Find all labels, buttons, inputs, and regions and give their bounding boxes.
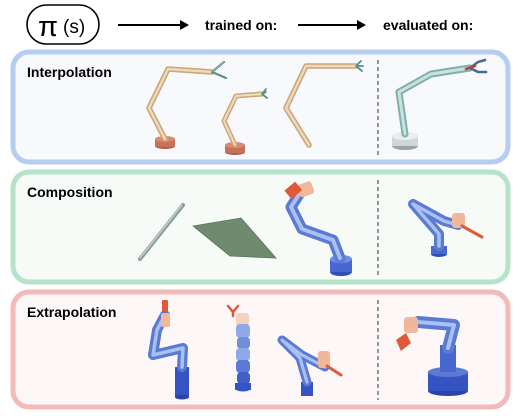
blue-robot-arm-tall [148, 300, 189, 400]
tan-robot-arm-floating [283, 60, 364, 148]
blue-robot-arm-reaching [277, 335, 343, 396]
extrapolation-label: Extrapolation [27, 304, 116, 320]
arrow-to-trained [118, 20, 189, 30]
interpolation-panel: Interpolation [10, 49, 511, 165]
blue-robot-arm-train [284, 181, 352, 276]
tan-robot-arm-large [146, 60, 228, 149]
evaluated-on-label: evaluated on: [383, 17, 473, 33]
tilted-plane [192, 217, 277, 259]
trained-on-label: trained on: [205, 17, 277, 33]
interpolation-label: Interpolation [27, 64, 112, 80]
thin-rod [138, 203, 185, 261]
blue-robot-arm-stacked [226, 304, 251, 392]
composition-panel: Composition [10, 169, 511, 285]
blue-robot-arm-eval [408, 199, 484, 257]
teal-robot-arm-eval [392, 58, 488, 150]
policy-pill [26, 4, 100, 45]
policy-symbol: π [38, 11, 58, 43]
composition-label: Composition [27, 184, 113, 200]
blue-robot-arm-eval-large [396, 316, 468, 396]
tan-robot-arm-small [221, 88, 268, 155]
arrow-to-evaluated [298, 20, 366, 30]
policy-label: π (s) [26, 4, 100, 45]
policy-arg: (s) [63, 17, 85, 38]
extrapolation-panel: Extrapolation [10, 289, 511, 410]
